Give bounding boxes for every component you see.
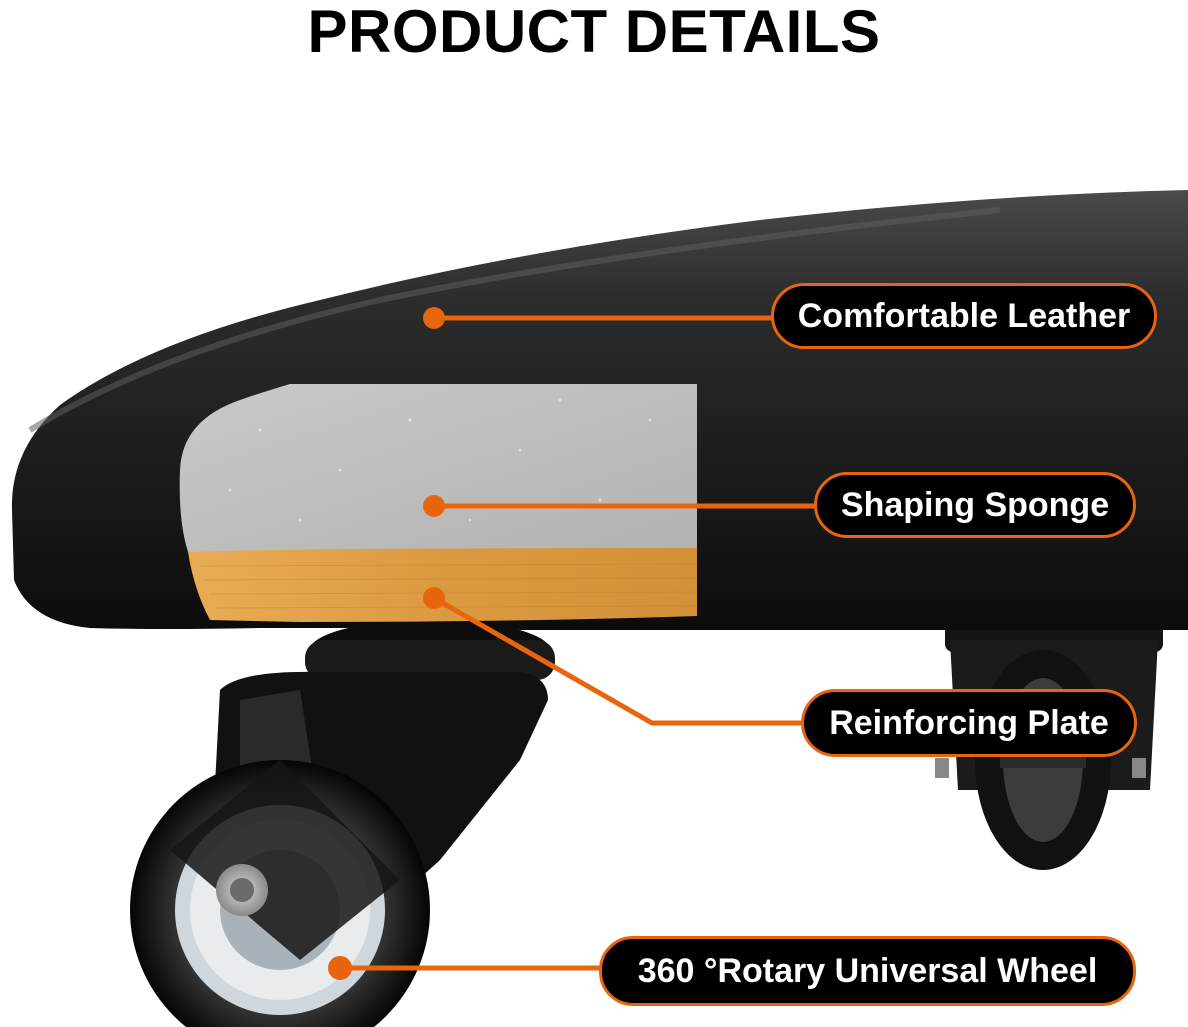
marker-dot-leather	[423, 307, 445, 329]
callout-label: Shaping Sponge	[840, 485, 1110, 524]
page-title: PRODUCT DETAILS	[307, 0, 881, 65]
marker-dot-sponge	[423, 495, 445, 517]
callout-rotary-wheel: 360 °Rotary Universal Wheel	[599, 936, 1136, 1006]
callout-comfortable-leather: Comfortable Leather	[771, 283, 1157, 349]
callout-label: Reinforcing Plate	[829, 703, 1109, 742]
callout-shaping-sponge: Shaping Sponge	[814, 472, 1136, 538]
callout-reinforcing-plate: Reinforcing Plate	[801, 689, 1137, 757]
leader-lines	[340, 315, 815, 971]
marker-dot-plate	[423, 587, 445, 609]
cross-section	[179, 384, 698, 622]
marker-dots	[328, 307, 445, 980]
callout-label: 360 °Rotary Universal Wheel	[637, 951, 1098, 990]
front-caster	[130, 620, 555, 1027]
callout-label: Comfortable Leather	[797, 296, 1131, 335]
marker-dot-wheel	[328, 956, 352, 980]
